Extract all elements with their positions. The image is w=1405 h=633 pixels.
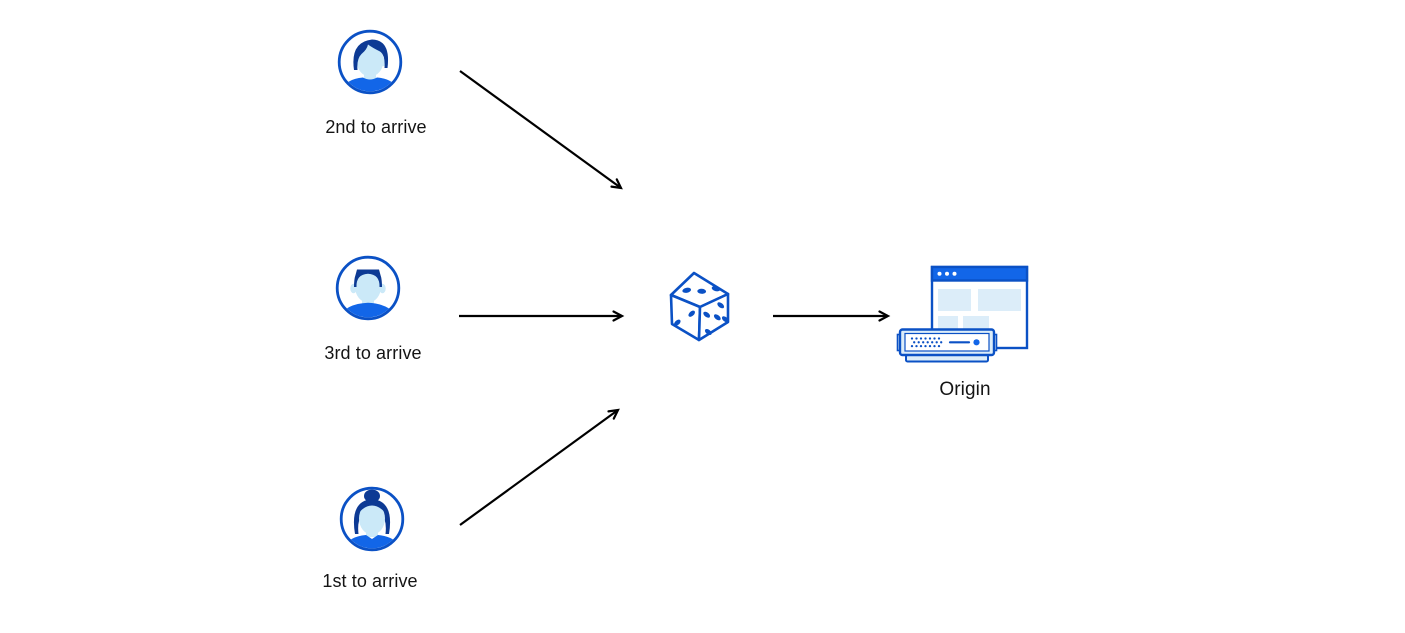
- visitor-middle-label: 3rd to arrive: [324, 343, 422, 363]
- dice-icon: [669, 271, 730, 342]
- user-male-avatar-icon: [335, 255, 401, 321]
- arrow-visitor2-to-dice: [459, 70, 623, 190]
- origin-label: Origin: [939, 379, 991, 400]
- browser-window-icon: [930, 265, 1029, 350]
- user-female-avatar-icon: [339, 486, 405, 552]
- visitor-bottom-label: 1st to arrive: [322, 571, 418, 591]
- user-male-avatar-icon: [337, 29, 403, 95]
- arrow-visitor1-to-dice: [459, 408, 620, 526]
- visitor-top-label: 2nd to arrive: [325, 117, 427, 137]
- server-icon: [896, 328, 998, 363]
- origin-server-browser-icon: [896, 265, 1029, 363]
